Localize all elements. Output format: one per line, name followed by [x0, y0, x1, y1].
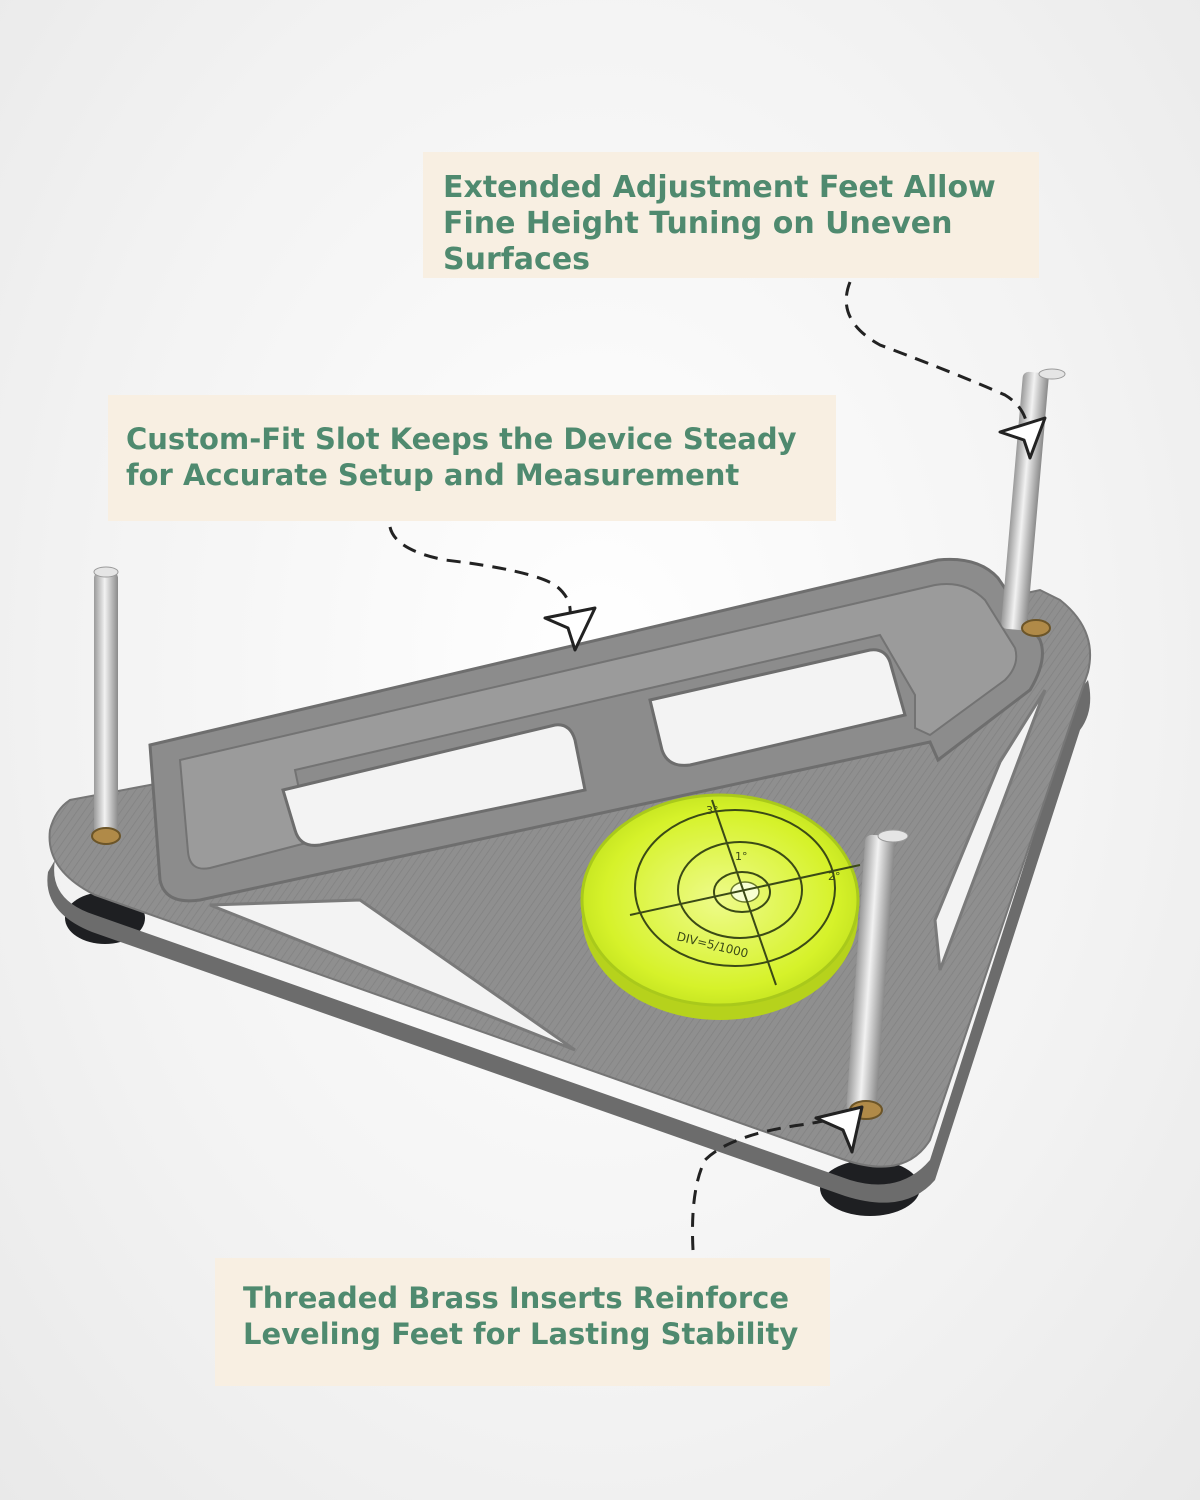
slot-window-right: [648, 648, 907, 767]
callout-brass-inserts: Threaded Brass Inserts Reinforce Levelin…: [215, 1258, 830, 1386]
slot-window-left: [281, 723, 587, 847]
arrow-feet-dashed-line: [844, 281, 1030, 441]
device-slot-inner: [178, 583, 1018, 870]
bolt-left: [91, 566, 121, 845]
level-scale-mark-2: 2°: [828, 870, 841, 883]
level-scale-mark-3: 3°: [706, 804, 719, 817]
base-plate-edge: [47, 680, 1091, 1203]
arrow-brass-head: [814, 1105, 864, 1154]
bubble-level: 1° 2° 3° DIV=5/1000: [580, 793, 861, 1020]
cutout-left: [209, 898, 576, 1052]
callout-custom-fit-slot: Custom-Fit Slot Keeps the Device Steady …: [108, 395, 836, 521]
level-scale-mark-1: 1°: [735, 850, 748, 863]
bolt-front: [846, 829, 909, 1120]
callout-adjustment-feet: Extended Adjustment Feet Allow Fine Heig…: [423, 152, 1039, 278]
arrow-slot-dashed-line: [388, 526, 572, 616]
cutout-right: [933, 689, 1047, 971]
arrow-slot-head: [543, 606, 597, 652]
arrow-feet-head: [998, 416, 1047, 460]
